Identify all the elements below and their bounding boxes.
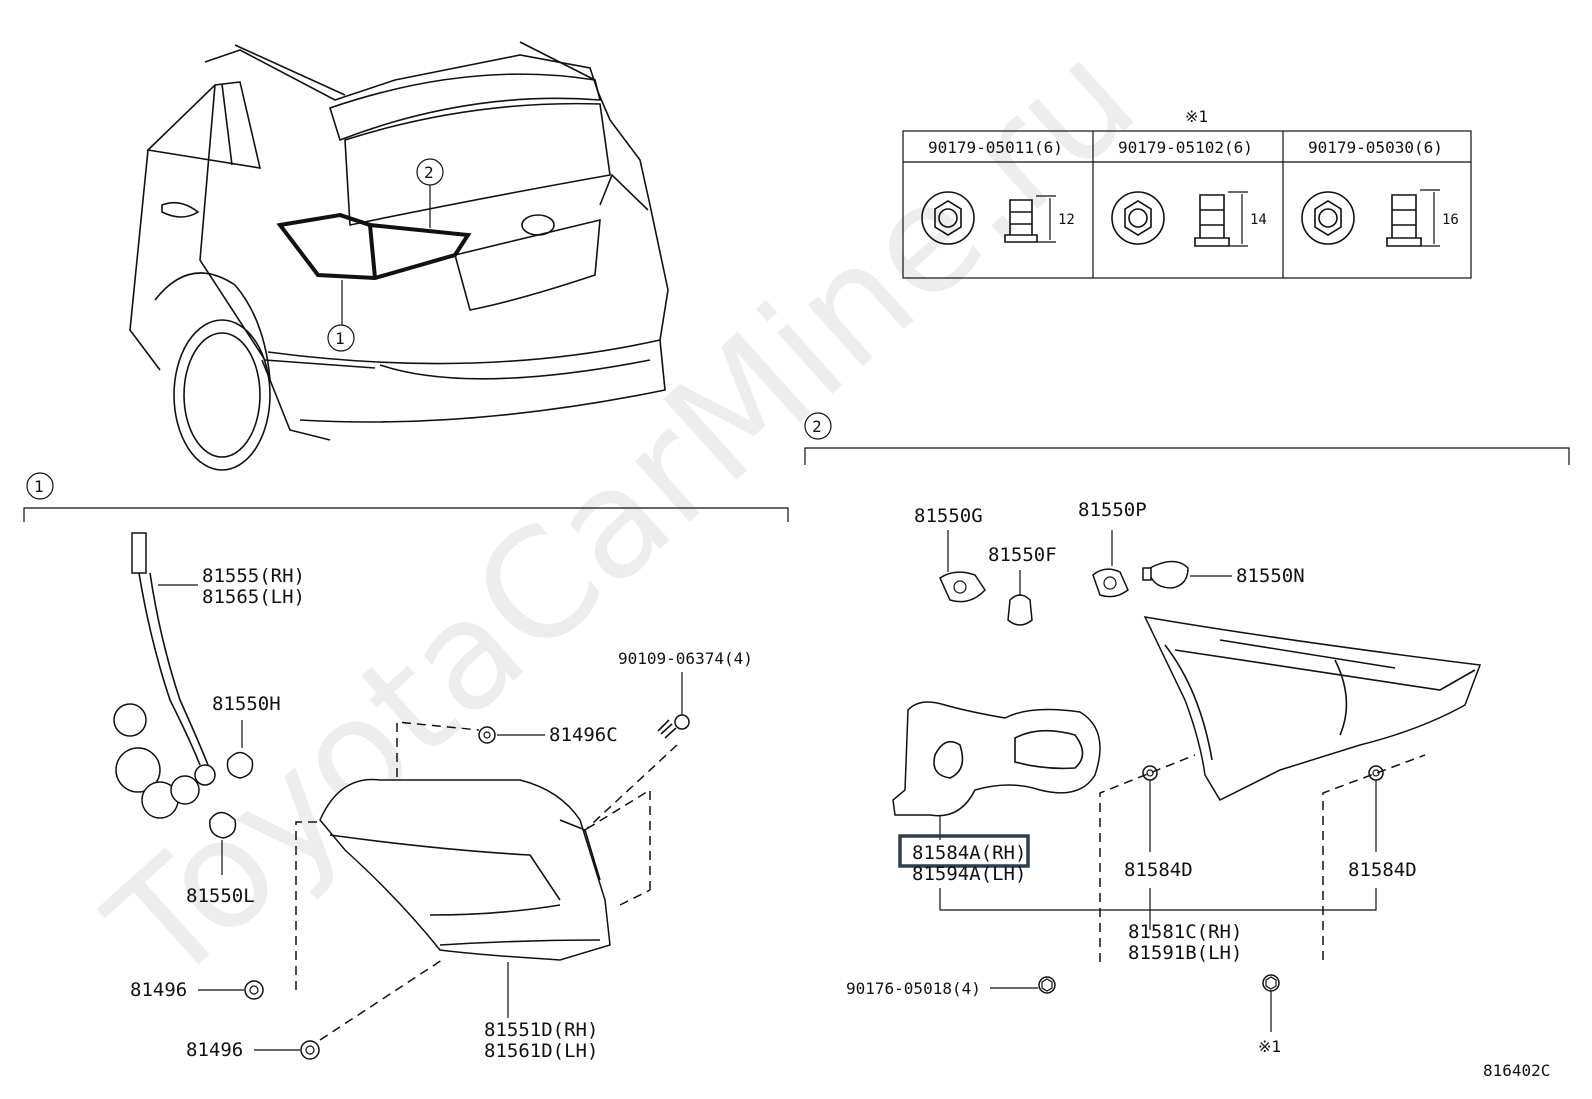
clip-icon xyxy=(244,980,264,1000)
label-81550N: 81550N xyxy=(1236,565,1305,587)
bulb-icon xyxy=(226,751,254,779)
label-81550L: 81550L xyxy=(186,885,255,907)
label-81584A: 81584A(RH) xyxy=(912,842,1026,864)
bulb-icon xyxy=(1007,594,1033,626)
label-81550P: 81550P xyxy=(1078,499,1147,521)
label-81550F: 81550F xyxy=(988,544,1057,566)
bulb-icon xyxy=(209,811,237,839)
callout-2-section: 2 xyxy=(804,412,832,440)
clip-icon xyxy=(478,726,496,744)
section-2: 2 81550G 81550F 81550P 81550N xyxy=(804,412,1570,1056)
table-dim-3: 16 xyxy=(1442,212,1459,228)
label-81496-b: 81496 xyxy=(186,1039,243,1061)
svg-text:1: 1 xyxy=(34,477,44,496)
label-81550H: 81550H xyxy=(212,693,281,715)
clip-icon xyxy=(300,1040,320,1060)
label-81550G: 81550G xyxy=(914,505,983,527)
label-81584D-b: 81584D xyxy=(1348,859,1417,881)
table-dim-1: 12 xyxy=(1058,212,1075,228)
callout-1-car: 1 xyxy=(327,324,355,352)
clip-icon xyxy=(1142,765,1158,781)
tail-lamp-lens-icon xyxy=(319,778,611,961)
label-81581C: 81581C(RH) xyxy=(1128,921,1242,943)
gasket-icon xyxy=(892,701,1101,817)
clip-icon xyxy=(1368,765,1384,781)
table-part-1: 90179-05011(6) xyxy=(928,138,1063,157)
callout-1-section: 1 xyxy=(26,472,54,500)
label-81555: 81555(RH) xyxy=(202,565,305,587)
label-81496C: 81496C xyxy=(549,724,618,746)
diagram-code: 816402C xyxy=(1483,1061,1550,1080)
table-note-mark: ※1 xyxy=(1185,107,1208,126)
table-part-3: 90179-05030(6) xyxy=(1308,138,1443,157)
screw-icon xyxy=(657,714,690,739)
vehicle-illustration xyxy=(129,41,669,471)
svg-text:2: 2 xyxy=(424,163,434,182)
label-81594A: 81594A(LH) xyxy=(912,863,1026,885)
fastener-table: ※1 90179-05011(6) 90179-05102(6) 90179-0… xyxy=(902,107,1472,279)
nut-icon xyxy=(1262,974,1280,992)
svg-text:1: 1 xyxy=(335,329,345,348)
label-note-ref: ※1 xyxy=(1258,1037,1281,1056)
label-81565: 81565(LH) xyxy=(202,586,305,608)
label-81591B: 81591B(LH) xyxy=(1128,942,1242,964)
wire-harness-icon xyxy=(113,532,216,819)
label-81496-a: 81496 xyxy=(130,979,187,1001)
socket-icon xyxy=(939,571,986,603)
section-1: 1 81555(RH) 81565(LH) 81550H 81550L xyxy=(23,472,789,1062)
label-90176: 90176-05018(4) xyxy=(846,979,981,998)
table-dim-2: 14 xyxy=(1250,212,1267,228)
svg-text:2: 2 xyxy=(812,417,822,436)
nut-icon xyxy=(921,191,975,245)
callout-2-car: 2 xyxy=(416,158,444,186)
label-90109: 90109-06374(4) xyxy=(618,649,753,668)
nut-side-icon xyxy=(1386,189,1440,247)
nut-icon xyxy=(1111,191,1165,245)
nut-icon xyxy=(1038,976,1056,994)
label-81561D: 81561D(LH) xyxy=(484,1040,598,1062)
nut-side-icon xyxy=(1004,195,1056,243)
nut-icon xyxy=(1301,191,1355,245)
bulb-icon xyxy=(1142,560,1189,589)
highlight-box xyxy=(898,834,1030,868)
label-81551D: 81551D(RH) xyxy=(484,1019,598,1041)
tail-lamp-assy-icon xyxy=(1143,616,1482,801)
label-81584D-a: 81584D xyxy=(1124,859,1193,881)
nut-side-icon xyxy=(1194,191,1248,247)
table-part-2: 90179-05102(6) xyxy=(1118,138,1253,157)
socket-icon xyxy=(1092,568,1129,598)
